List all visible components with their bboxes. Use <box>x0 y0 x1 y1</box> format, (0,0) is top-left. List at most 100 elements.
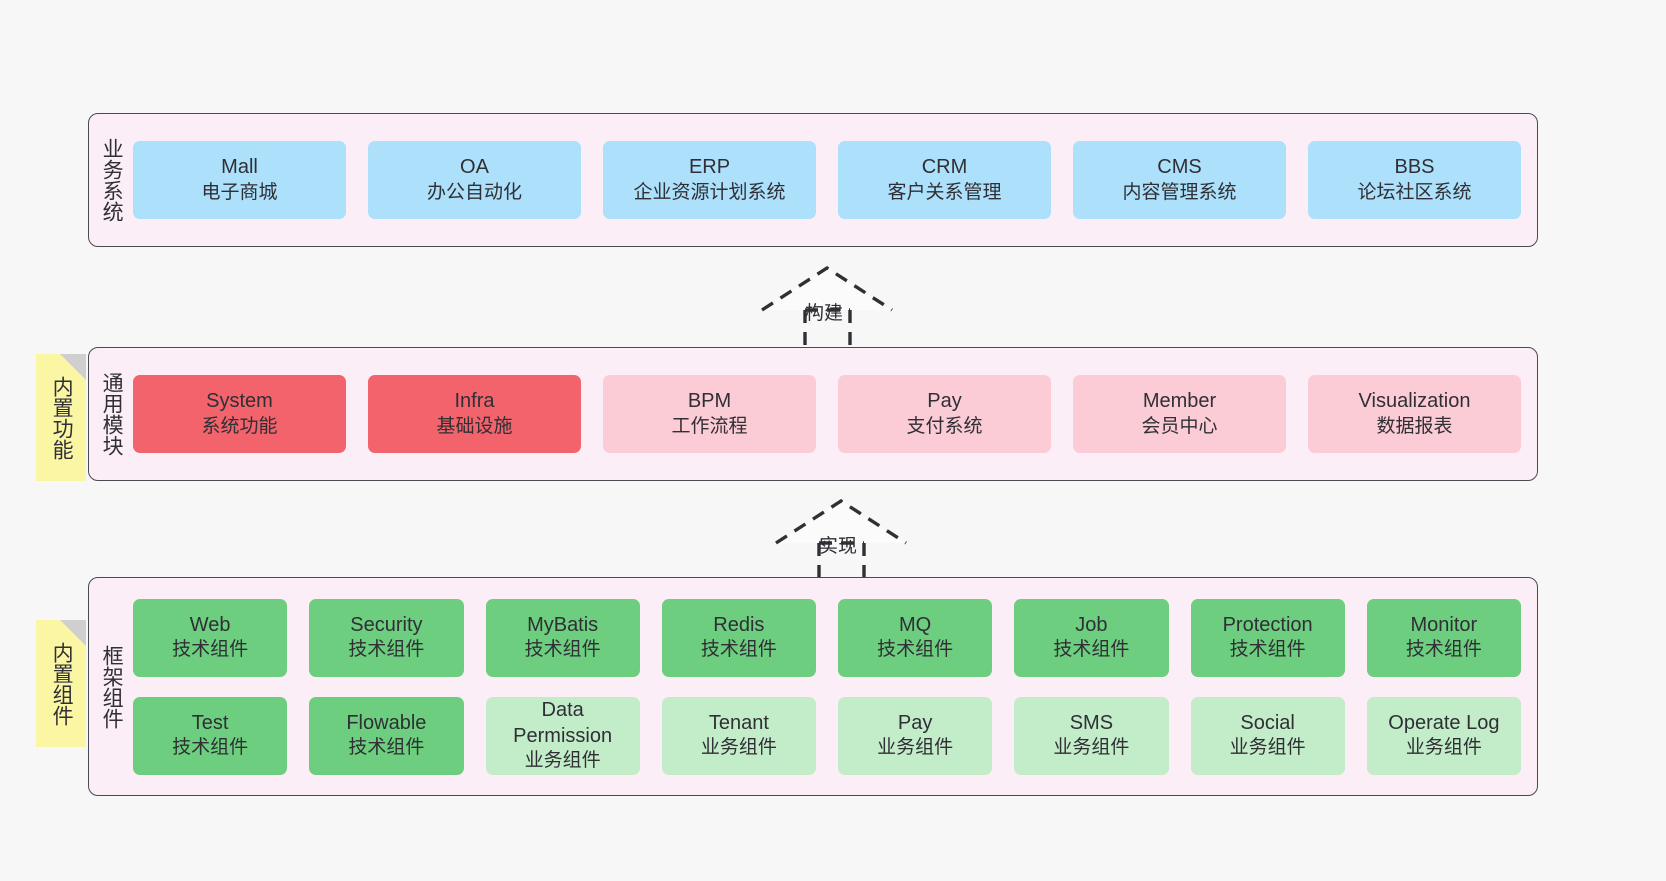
card-title: Pay <box>927 390 962 413</box>
layer-framework-component-title: 框架组件 <box>100 644 124 729</box>
card-title: ERP <box>688 156 731 179</box>
card-title: Redis <box>713 613 765 636</box>
card-title: BBS <box>1394 156 1435 179</box>
build-arrow-icon <box>761 265 893 347</box>
card-title: Data Permission <box>513 699 613 747</box>
card-subtitle: 客户关系管理 <box>887 181 1002 203</box>
card-title: MyBatis <box>527 613 599 636</box>
framework-card-flowable[interactable]: Flowable 技术组件 <box>309 696 464 775</box>
card-title: Test <box>191 711 229 734</box>
card-subtitle: 系统功能 <box>201 415 278 437</box>
card-title: Pay <box>897 711 933 734</box>
card-title: Infra <box>454 390 495 413</box>
card-title: Mall <box>221 156 258 179</box>
card-title: Visualization <box>1358 390 1471 413</box>
implement-arrow-icon <box>775 498 907 580</box>
layer-common-module-title: 通用模块 <box>100 372 124 456</box>
card-title: Flowable <box>346 711 427 734</box>
framework-card-operate-log[interactable]: Operate Log 业务组件 <box>1366 696 1521 775</box>
framework-card-redis[interactable]: Redis 技术组件 <box>661 598 816 677</box>
card-title: Protection <box>1222 613 1313 636</box>
card-title: SMS <box>1069 711 1114 734</box>
card-subtitle: 支付系统 <box>906 415 983 437</box>
card-title: Job <box>1075 613 1108 636</box>
framework-card-security[interactable]: Security 技术组件 <box>309 598 464 677</box>
layer-business-system-title: 业务系统 <box>100 138 124 222</box>
card-subtitle: 技术组件 <box>1053 639 1130 661</box>
card-title: CRM <box>921 156 968 179</box>
card-subtitle: 技术组件 <box>348 639 425 661</box>
card-subtitle: 技术组件 <box>524 639 601 661</box>
card-subtitle: 业务组件 <box>700 737 777 759</box>
card-title: Web <box>189 613 231 636</box>
card-title: Member <box>1142 390 1217 413</box>
card-title: System <box>206 390 273 413</box>
card-subtitle: 技术组件 <box>172 737 249 759</box>
card-subtitle: 业务组件 <box>877 737 954 759</box>
framework-card-job[interactable]: Job 技术组件 <box>1014 598 1169 677</box>
card-subtitle: 业务组件 <box>1053 737 1130 759</box>
framework-card-monitor[interactable]: Monitor 技术组件 <box>1366 598 1521 677</box>
framework-card-protection[interactable]: Protection 技术组件 <box>1190 598 1345 677</box>
card-subtitle: 技术组件 <box>348 737 425 759</box>
connector-build: 构建 <box>758 262 898 347</box>
card-subtitle: 技术组件 <box>700 639 777 661</box>
framework-card-sms[interactable]: SMS 业务组件 <box>1014 696 1169 775</box>
card-title: Social <box>1240 711 1295 734</box>
card-subtitle: 技术组件 <box>1229 639 1306 661</box>
card-title: Operate Log <box>1388 711 1500 734</box>
card-subtitle: 数据报表 <box>1376 415 1453 437</box>
card-title: Security <box>350 613 423 636</box>
framework-card-social[interactable]: Social 业务组件 <box>1190 696 1345 775</box>
framework-card-web[interactable]: Web 技术组件 <box>133 598 288 677</box>
card-subtitle: 技术组件 <box>172 639 249 661</box>
card-subtitle: 业务组件 <box>1229 737 1306 759</box>
note-builtin-components: 内置组件 <box>36 620 86 747</box>
card-subtitle: 工作流程 <box>671 415 748 437</box>
connector-implement-label: 实现 <box>819 536 858 557</box>
note-builtin-components-label: 内置组件 <box>50 641 74 726</box>
card-subtitle: 技术组件 <box>1405 639 1482 661</box>
card-subtitle: 业务组件 <box>524 749 601 771</box>
card-subtitle: 论坛社区系统 <box>1357 181 1472 203</box>
framework-card-tenant[interactable]: Tenant 业务组件 <box>661 696 816 775</box>
note-builtin-functions: 内置功能 <box>36 354 86 481</box>
connector-build-label: 构建 <box>805 303 844 324</box>
card-title: Monitor <box>1410 613 1478 636</box>
card-subtitle: 电子商城 <box>201 181 278 203</box>
card-title: CMS <box>1157 156 1202 179</box>
card-subtitle: 企业资源计划系统 <box>633 181 786 203</box>
card-subtitle: 业务组件 <box>1405 737 1482 759</box>
note-builtin-functions-label: 内置功能 <box>50 375 74 460</box>
card-subtitle: 办公自动化 <box>426 181 522 203</box>
framework-card-test[interactable]: Test 技术组件 <box>133 696 288 775</box>
framework-card-mybatis[interactable]: MyBatis 技术组件 <box>485 598 640 677</box>
framework-card-pay[interactable]: Pay 业务组件 <box>838 696 993 775</box>
card-title: OA <box>460 156 489 179</box>
card-title: BPM <box>687 390 732 413</box>
card-title: Tenant <box>708 711 769 734</box>
